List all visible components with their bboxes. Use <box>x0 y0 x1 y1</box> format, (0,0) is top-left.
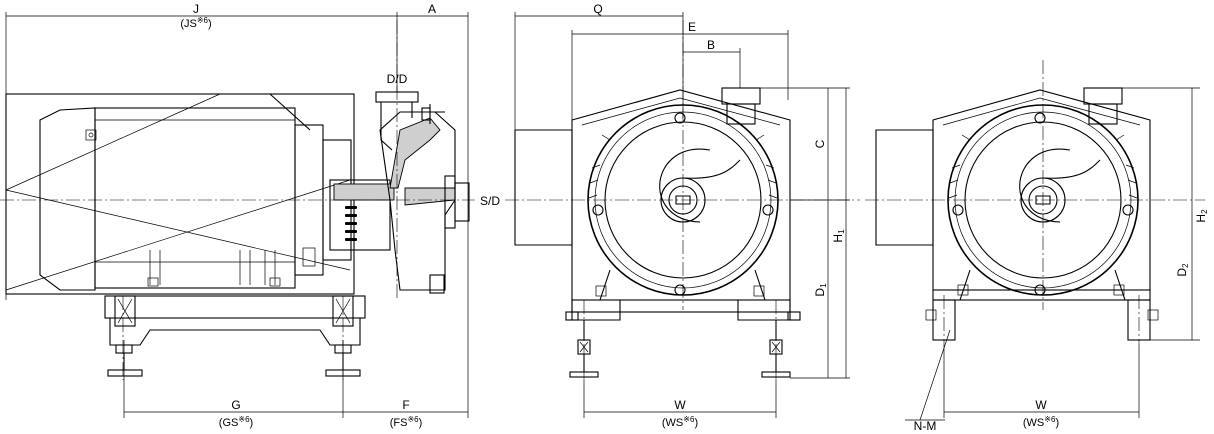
svg-text:(JS※6): (JS※6) <box>180 16 211 30</box>
dim-W-front: W <box>674 398 686 412</box>
svg-text:D2: D2 <box>1175 263 1190 277</box>
dim-H2: H <box>1194 214 1208 223</box>
front-foot-left <box>565 311 599 378</box>
dim-WS-front: (WS <box>662 417 683 429</box>
label-N-M: N-M <box>914 419 937 433</box>
dim-F: F <box>402 398 409 412</box>
label-suction: S/D <box>480 194 500 208</box>
dim-G: G <box>231 398 240 412</box>
svg-text:(GS※6): (GS※6) <box>219 415 253 429</box>
dim-J: J <box>193 2 199 16</box>
dim-D1: D <box>813 288 827 297</box>
dim-C: C <box>813 139 827 148</box>
base-foot-left <box>107 295 143 377</box>
dim-E: E <box>688 20 696 34</box>
dim-B: B <box>707 38 715 52</box>
label-discharge: D/D <box>387 72 408 86</box>
dim-A: A <box>428 2 436 16</box>
dim-Q: Q <box>593 2 602 16</box>
front-foot-right <box>761 311 801 378</box>
svg-text:(WS※6): (WS※6) <box>1023 415 1059 429</box>
svg-text:H1: H1 <box>831 229 846 243</box>
dim-JS: (JS <box>180 18 197 30</box>
dim-GS: (GS <box>219 417 239 429</box>
svg-text:D1: D1 <box>813 283 828 297</box>
front-view: Q E B <box>505 2 860 429</box>
side-view: J (JS※6) A D/D <box>0 2 500 429</box>
dim-D2: D <box>1175 268 1189 277</box>
dim-FS: (FS <box>390 417 408 429</box>
front-view-alt: H2 D2 W (WS※6) N-M <box>865 60 1209 433</box>
svg-text:H2: H2 <box>1194 209 1209 223</box>
svg-text:(FS※6): (FS※6) <box>390 415 423 429</box>
svg-text:(WS※6): (WS※6) <box>662 415 698 429</box>
dim-W-alt: W <box>1035 398 1047 412</box>
dim-H1: H <box>831 234 845 243</box>
dim-WS-alt: (WS <box>1023 417 1044 429</box>
